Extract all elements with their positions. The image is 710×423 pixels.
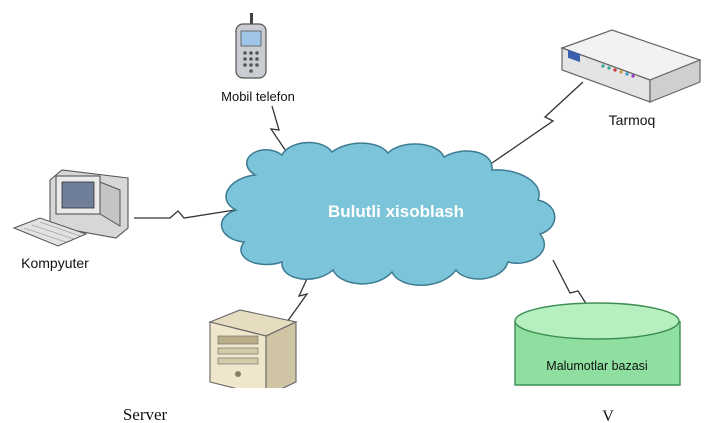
link-network	[491, 81, 584, 164]
status-lights	[601, 64, 635, 78]
phone-label: Mobil telefon	[221, 89, 295, 104]
cloud-shape: Bulutli xisoblash	[220, 141, 556, 286]
link-server	[286, 267, 313, 323]
network-device-icon	[560, 29, 702, 103]
desktop-computer-icon	[12, 169, 129, 247]
cloud-label: Bulutli xisoblash	[328, 202, 464, 221]
network-label: Tarmoq	[609, 112, 656, 128]
connection-links	[134, 81, 599, 323]
link-phone	[269, 105, 293, 161]
bottom-margin	[0, 388, 710, 423]
database-label: Malumotlar bazasi	[546, 359, 647, 373]
server-label: Server	[123, 405, 168, 423]
server-tower-icon	[208, 309, 298, 397]
corner-label: V	[602, 408, 614, 423]
mobile-phone-icon	[235, 13, 267, 79]
computer-label: Kompyuter	[21, 255, 89, 271]
link-computer	[134, 209, 236, 219]
database-icon: Malumotlar bazasi	[514, 302, 681, 386]
